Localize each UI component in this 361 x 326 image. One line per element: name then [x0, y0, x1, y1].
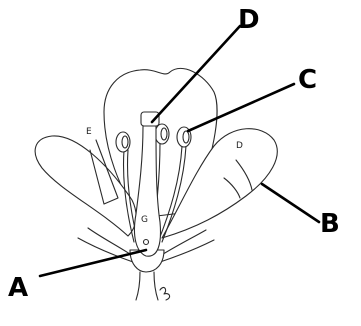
label-d: D [238, 5, 260, 35]
label-a: A [8, 273, 28, 303]
label-g: G [141, 215, 148, 225]
label-petal-d: D [236, 141, 243, 151]
pointer-a [40, 250, 146, 276]
label-e: E [86, 127, 92, 137]
stalk [136, 272, 158, 300]
label-c: C [298, 65, 317, 95]
label-b: B [320, 209, 340, 239]
pointer-b [262, 184, 319, 222]
stalk-scribble [160, 287, 170, 300]
